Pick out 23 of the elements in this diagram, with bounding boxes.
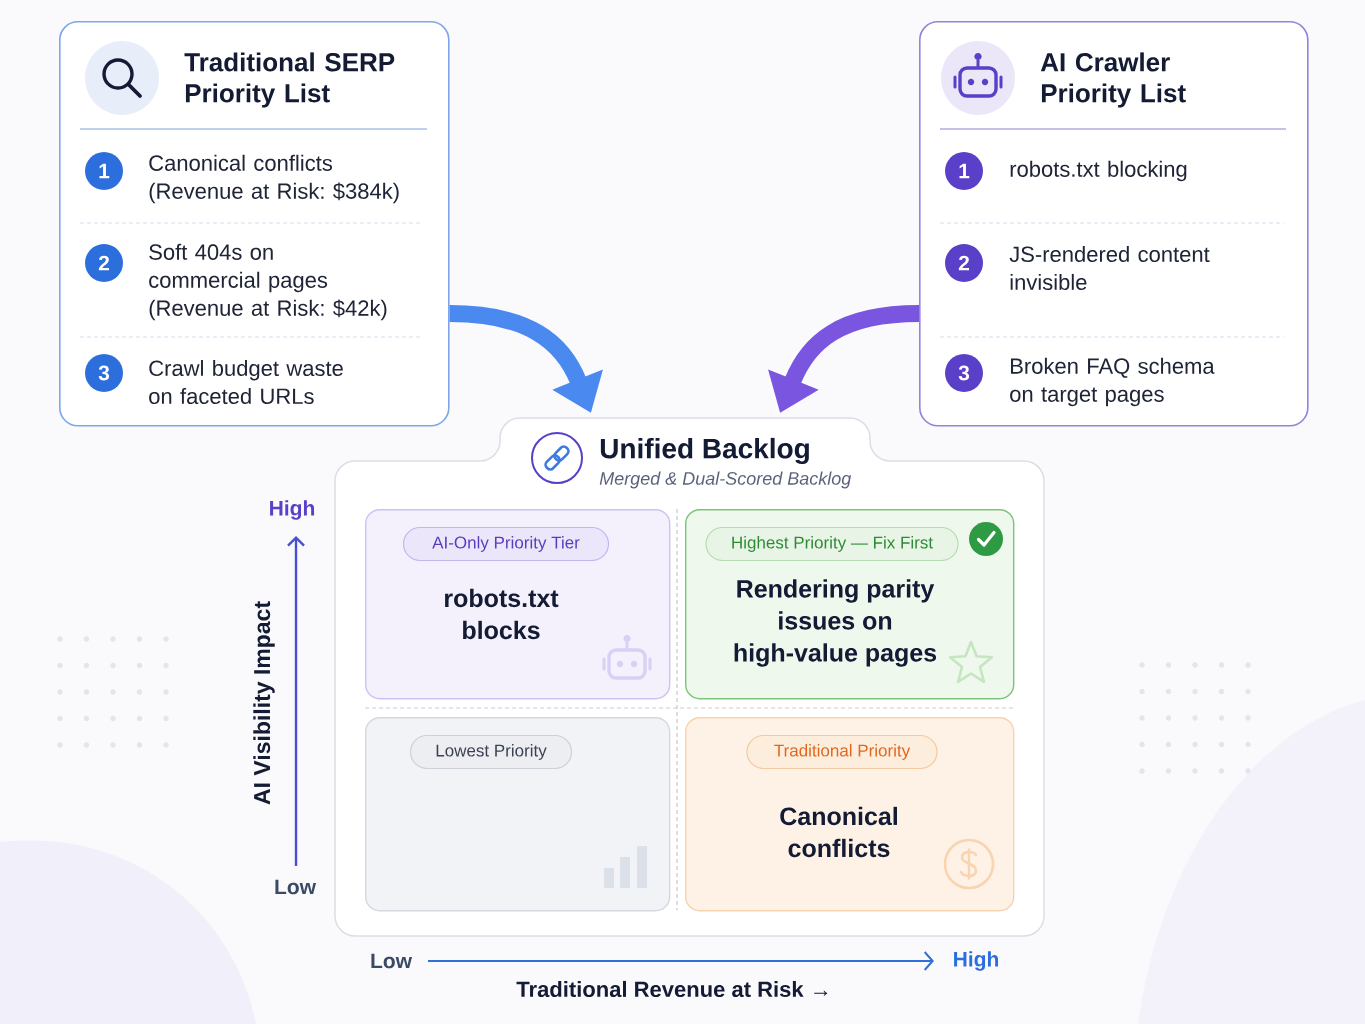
number-badge: 2 [945, 244, 983, 282]
number-badge: 1 [945, 152, 983, 190]
number-badge: 1 [85, 152, 123, 190]
item-text: robots.txt blocking [1010, 160, 1187, 182]
item-text: Soft 404s on commercial pages (Revenue at Risk: $42k) [149, 243, 387, 321]
axis-label: Low [371, 953, 413, 969]
number-badge: 2 [85, 244, 123, 282]
axis-label: High [270, 500, 315, 520]
axis-label: Low [275, 879, 317, 895]
tag-pill: AI-Only Priority Tier [402, 526, 610, 562]
tag-pill: Highest Priority — Fix First [705, 526, 959, 562]
item-text: Crawl budget waste on faceted URLs [149, 359, 343, 405]
axis-title: Traditional Revenue at Risk → [516, 980, 828, 998]
quadrant-card [365, 717, 671, 912]
tag-pill: Traditional Priority [746, 734, 938, 770]
tag-pill: Lowest Priority [409, 734, 573, 770]
number-badge: 3 [945, 354, 983, 392]
item-text: Canonical conflicts (Revenue at Risk: $384k) [149, 154, 399, 204]
axis-title: AI Visibility Impact [253, 601, 275, 805]
item-text: JS-rendered content invisible [1009, 245, 1210, 291]
item-text: Broken FAQ schema on target pages [1010, 357, 1215, 407]
axis-label: High [954, 951, 999, 971]
number-badge: 3 [85, 354, 123, 392]
